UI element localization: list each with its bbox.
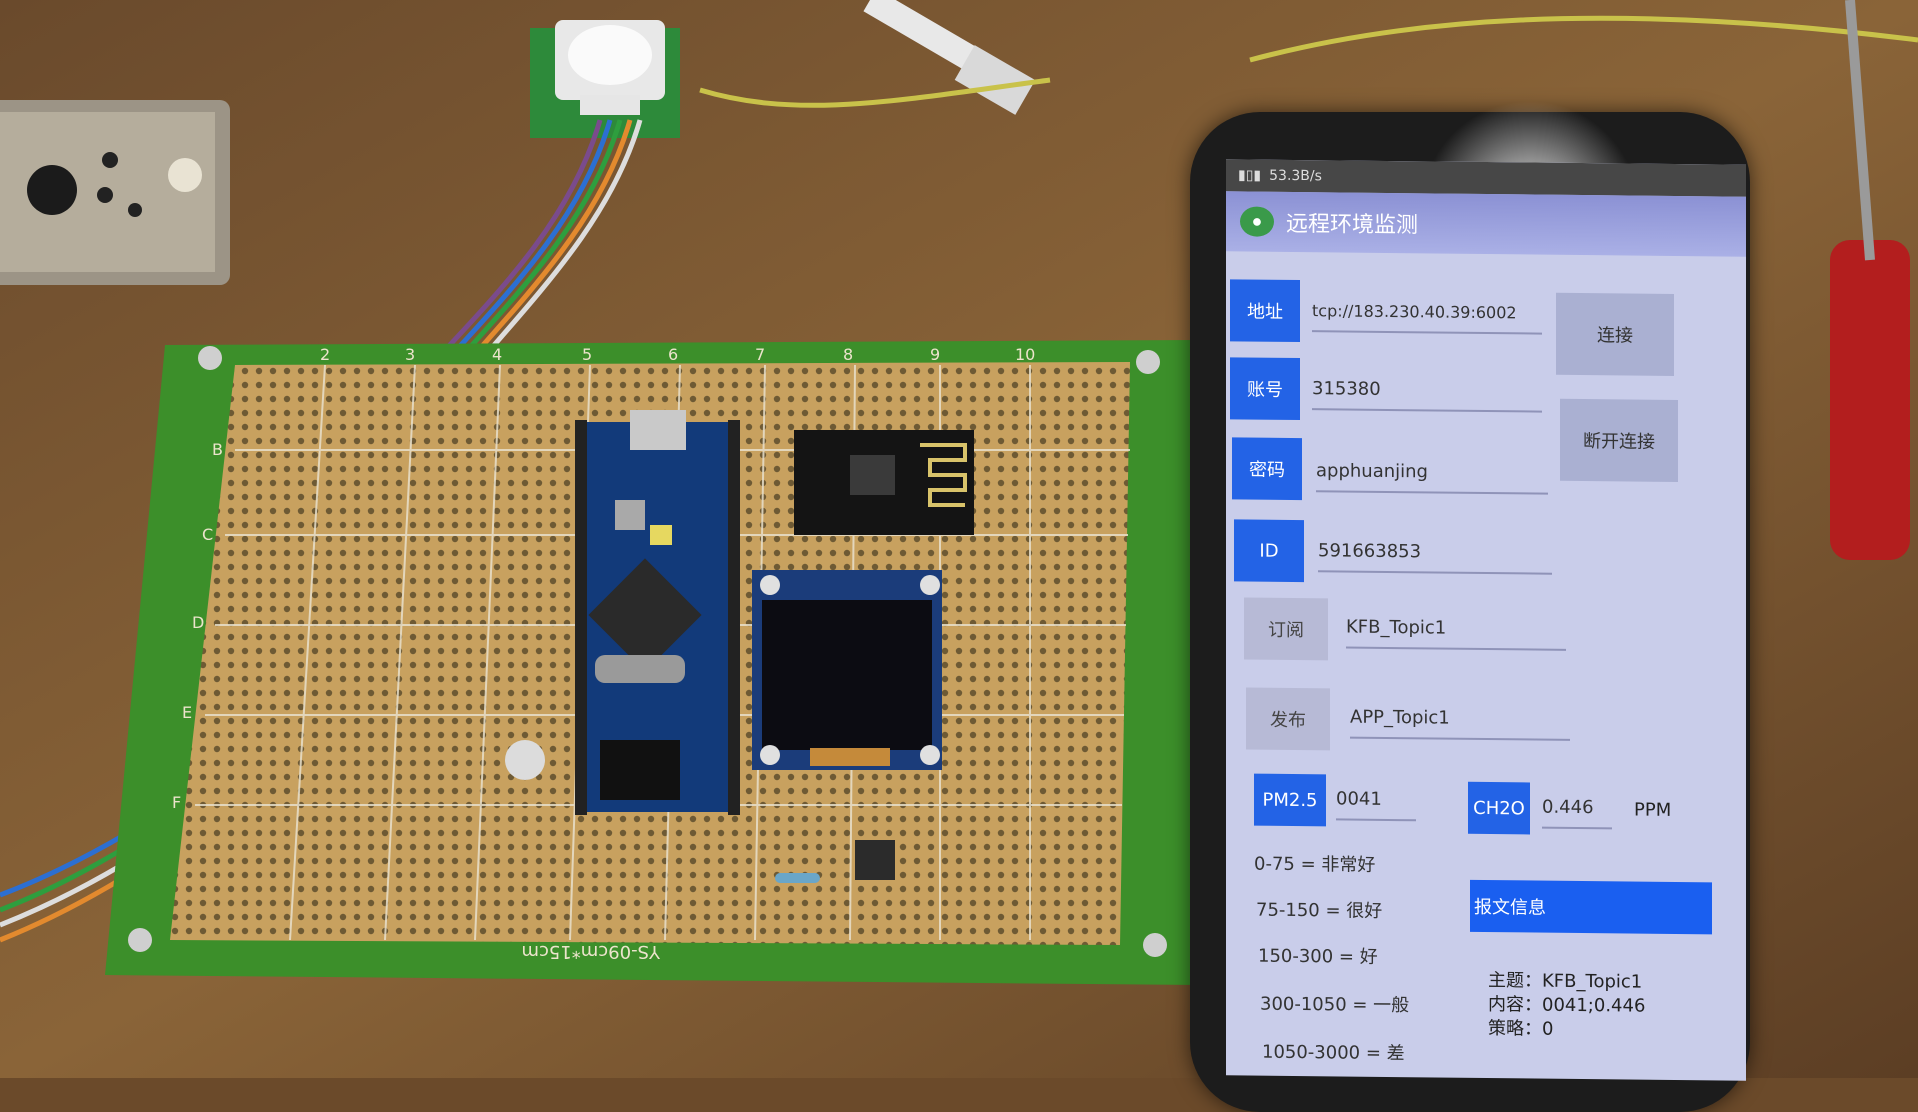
account-label: 账号	[1230, 357, 1300, 421]
board-number: 5	[582, 345, 592, 364]
scale-line: 0-75 = 非常好	[1254, 853, 1376, 876]
message-policy: 策略：0	[1488, 1018, 1554, 1040]
board-number: 7	[755, 345, 765, 364]
scale-line: 300-1050 = 一般	[1260, 993, 1410, 1017]
board-number: 6	[668, 345, 678, 364]
ch2o-unit: PPM	[1634, 799, 1672, 821]
password-input[interactable]: apphuanjing	[1316, 450, 1548, 495]
oled-display	[752, 570, 942, 770]
push-button	[855, 840, 895, 880]
publish-button[interactable]: 发布	[1246, 687, 1330, 751]
ch2o-label: CH2O	[1468, 781, 1530, 835]
board-letter: E	[182, 703, 192, 722]
dust-sensor	[0, 100, 230, 285]
board-silkscreen: YS-09cm*15cm	[521, 941, 661, 962]
capacitor	[505, 740, 545, 780]
board-number: 2	[320, 345, 330, 364]
board-letter: D	[192, 613, 204, 632]
pm25-value: 0041	[1336, 778, 1416, 822]
app-titlebar: ● 远程环境监测	[1226, 191, 1746, 257]
board-side-letters: B C D E F	[172, 440, 223, 812]
app-title: 远程环境监测	[1286, 211, 1419, 239]
formaldehyde-sensor	[530, 20, 680, 138]
account-input[interactable]: 315380	[1312, 368, 1542, 413]
phone-screen: ▮▯▮ 53.3B/s ● 远程环境监测 地址 tcp://183.230.40…	[1226, 159, 1746, 1081]
ch2o-value: 0.446	[1542, 786, 1612, 830]
disconnect-button[interactable]: 断开连接	[1560, 398, 1678, 483]
usb-cable	[863, 0, 1036, 115]
address-label: 地址	[1230, 279, 1300, 343]
subscribe-input[interactable]: KFB_Topic1	[1346, 606, 1566, 651]
network-speed: 53.3B/s	[1269, 167, 1322, 185]
app-logo-icon: ●	[1240, 206, 1274, 237]
connect-button[interactable]: 连接	[1556, 292, 1674, 376]
board-letter: C	[202, 525, 213, 544]
publish-input[interactable]: APP_Topic1	[1350, 696, 1570, 741]
board-number: 9	[930, 345, 940, 364]
board-number: 10	[1015, 345, 1035, 364]
message-header: 报文信息	[1470, 879, 1712, 935]
id-label: ID	[1234, 519, 1304, 583]
board-number: 8	[843, 345, 853, 364]
scale-line: 75-150 = 很好	[1256, 899, 1383, 922]
board-number: 3	[405, 345, 415, 364]
pm25-label: PM2.5	[1254, 773, 1326, 827]
screwdriver	[1830, 0, 1910, 560]
board-number: 4	[492, 345, 502, 364]
board-letter: B	[212, 440, 223, 459]
stm32-board	[575, 410, 740, 815]
password-label: 密码	[1232, 437, 1302, 501]
resistor	[775, 873, 820, 883]
address-input[interactable]: tcp://183.230.40.39:6002	[1312, 290, 1542, 335]
subscribe-button[interactable]: 订阅	[1244, 597, 1328, 661]
signal-icon: ▮▯▮	[1238, 167, 1262, 184]
status-bar: ▮▯▮ 53.3B/s	[1226, 159, 1746, 197]
board-top-numbers: 2 3 4 5 6 7 8 9 10	[320, 345, 1035, 364]
board-letter: F	[172, 793, 181, 812]
scale-line: 1050-3000 = 差	[1262, 1041, 1405, 1065]
scale-line: 150-300 = 好	[1258, 945, 1378, 968]
id-input[interactable]: 591663853	[1318, 530, 1552, 575]
wifi-module	[794, 430, 974, 535]
